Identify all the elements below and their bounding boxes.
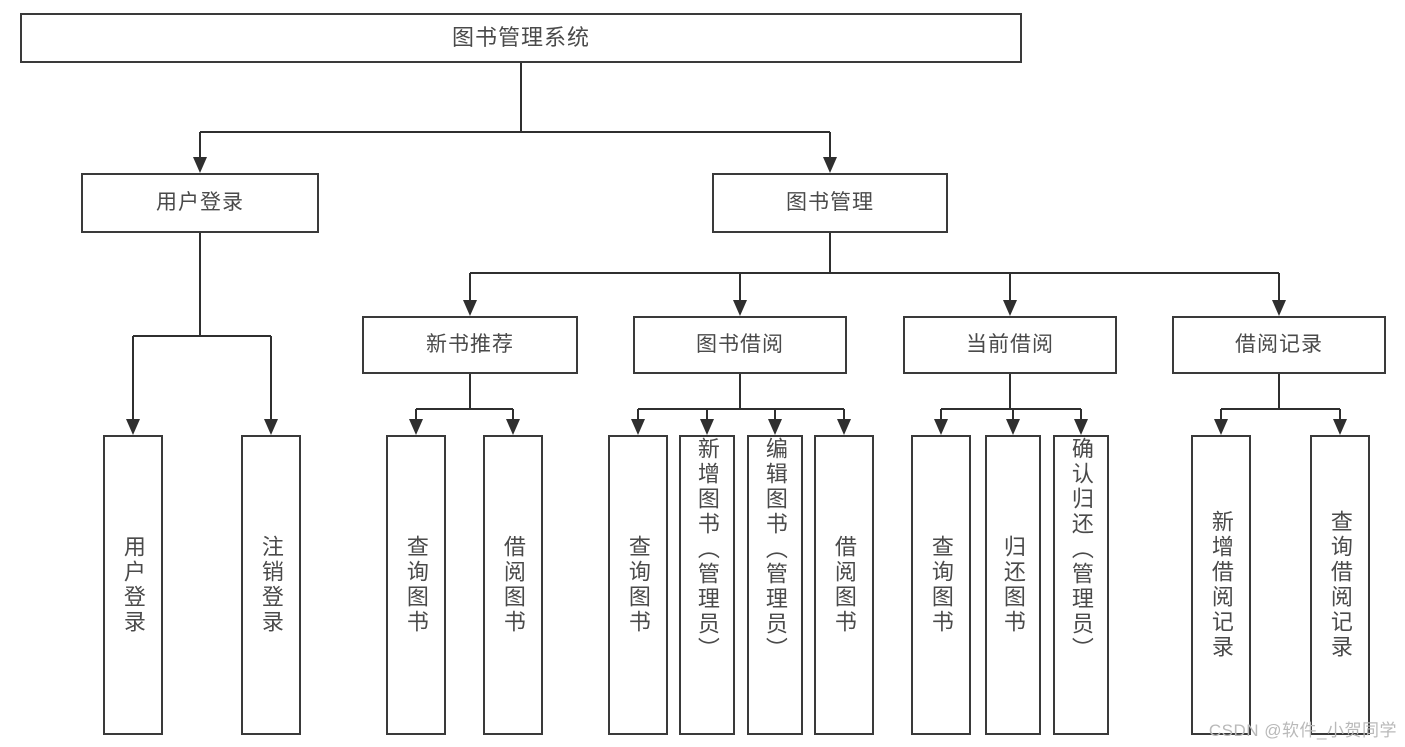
node-label: 图书管理系统 [451, 24, 590, 50]
node-label: 借阅图书 [831, 535, 857, 635]
node-l_bo_add[interactable]: 新增图书（管理员） [679, 435, 735, 735]
node-login[interactable]: 用户登录 [81, 173, 319, 233]
node-label: 借阅记录 [1235, 333, 1323, 357]
node-l_cu_conf[interactable]: 确认归还（管理员） [1053, 435, 1109, 735]
node-label: 注销登录 [258, 535, 284, 635]
node-bookmgmt[interactable]: 图书管理 [712, 173, 948, 233]
node-label: 查询图书 [403, 535, 429, 635]
node-l_bo_query[interactable]: 查询图书 [608, 435, 668, 735]
node-l_bo_lend[interactable]: 借阅图书 [814, 435, 874, 735]
node-label: 新书推荐 [426, 333, 514, 357]
node-label: 查询图书 [928, 535, 954, 635]
node-label: 查询图书 [625, 535, 651, 635]
node-label: 用户登录 [120, 535, 146, 635]
node-label: 当前借阅 [966, 333, 1054, 357]
node-root[interactable]: 图书管理系统 [20, 13, 1022, 63]
node-l_re_add[interactable]: 新增借阅记录 [1191, 435, 1251, 735]
node-records[interactable]: 借阅记录 [1172, 316, 1386, 374]
node-label: 归还图书 [1000, 535, 1026, 635]
watermark: CSDN @软件_小贺同学 [1208, 721, 1397, 740]
node-label: 新增借阅记录 [1208, 510, 1234, 660]
node-l_nb_borrow[interactable]: 借阅图书 [483, 435, 543, 735]
node-l_logout[interactable]: 注销登录 [241, 435, 301, 735]
node-label: 查询借阅记录 [1327, 510, 1353, 660]
node-label: 借阅图书 [500, 535, 526, 635]
node-label: 图书管理 [786, 191, 874, 215]
node-label: 图书借阅 [696, 333, 784, 357]
node-label: 新增图书（管理员） [694, 437, 720, 662]
node-label: 确认归还（管理员） [1068, 437, 1094, 662]
node-label: 编辑图书（管理员） [762, 437, 788, 662]
node-l_cu_ret[interactable]: 归还图书 [985, 435, 1041, 735]
node-l_bo_edit[interactable]: 编辑图书（管理员） [747, 435, 803, 735]
node-l_cu_query[interactable]: 查询图书 [911, 435, 971, 735]
node-current[interactable]: 当前借阅 [903, 316, 1117, 374]
node-newbook[interactable]: 新书推荐 [362, 316, 578, 374]
node-l_nb_query[interactable]: 查询图书 [386, 435, 446, 735]
node-l_login[interactable]: 用户登录 [103, 435, 163, 735]
node-label: 用户登录 [156, 191, 244, 215]
node-l_re_query[interactable]: 查询借阅记录 [1310, 435, 1370, 735]
node-borrow[interactable]: 图书借阅 [633, 316, 847, 374]
